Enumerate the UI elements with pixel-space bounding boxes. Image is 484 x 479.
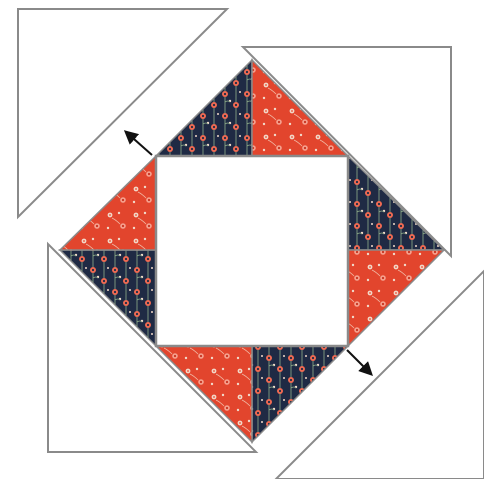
hst-left-top: [60, 156, 156, 250]
arrow-down-right: [347, 350, 371, 374]
center-square: [156, 156, 348, 346]
hst-top-left: [156, 60, 252, 156]
arrow-up-left: [126, 132, 152, 155]
